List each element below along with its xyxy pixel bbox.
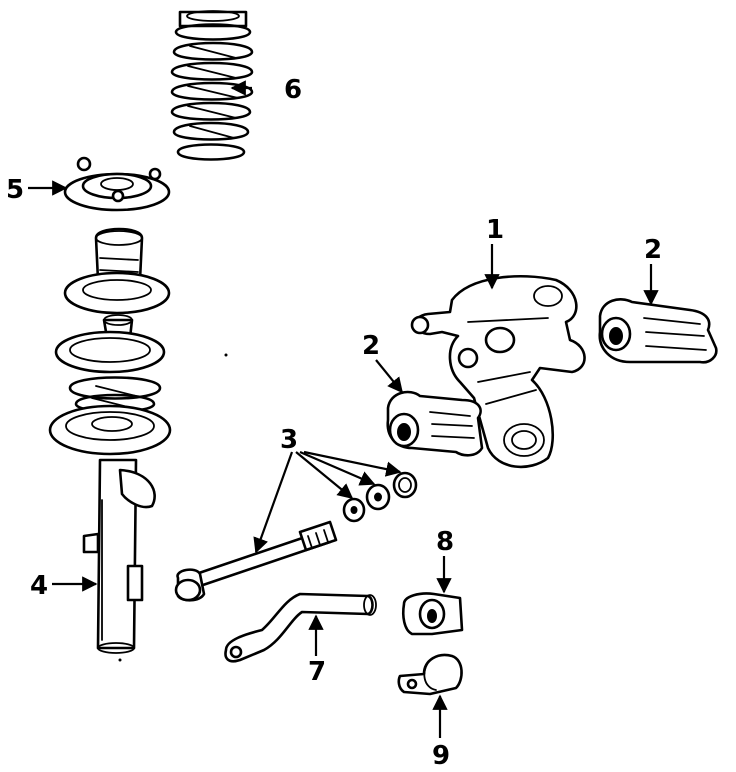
callout-1: 1 xyxy=(486,215,504,245)
control-arm-bracket-left xyxy=(386,390,484,457)
callout-2-left: 2 xyxy=(362,331,380,361)
spring-insulator xyxy=(54,330,166,374)
strut-mount xyxy=(63,156,171,212)
link-nut xyxy=(392,471,418,499)
upper-spring-seat xyxy=(63,271,171,315)
stabilizer-bushing xyxy=(401,592,464,636)
stabilizer-bar xyxy=(224,592,377,663)
link-bushing xyxy=(365,483,391,511)
callout-9: 9 xyxy=(432,741,450,771)
lower-spring-seat xyxy=(48,404,172,456)
control-arm-bracket-right xyxy=(598,298,718,364)
stabilizer-link xyxy=(174,520,338,602)
callout-6: 6 xyxy=(284,75,302,105)
callout-2-right: 2 xyxy=(644,235,662,265)
bushing-clamp xyxy=(397,653,463,696)
callout-8: 8 xyxy=(436,527,454,557)
callout-5: 5 xyxy=(6,175,24,205)
strut-assembly xyxy=(82,458,156,654)
callout-4: 4 xyxy=(30,571,48,601)
link-washer xyxy=(342,497,366,523)
callout-7: 7 xyxy=(308,657,326,687)
speck xyxy=(224,353,228,357)
leader-lines xyxy=(28,80,659,738)
callout-3: 3 xyxy=(280,425,298,455)
steering-knuckle xyxy=(410,274,586,469)
speck xyxy=(118,658,122,662)
coil-spring xyxy=(170,10,254,161)
